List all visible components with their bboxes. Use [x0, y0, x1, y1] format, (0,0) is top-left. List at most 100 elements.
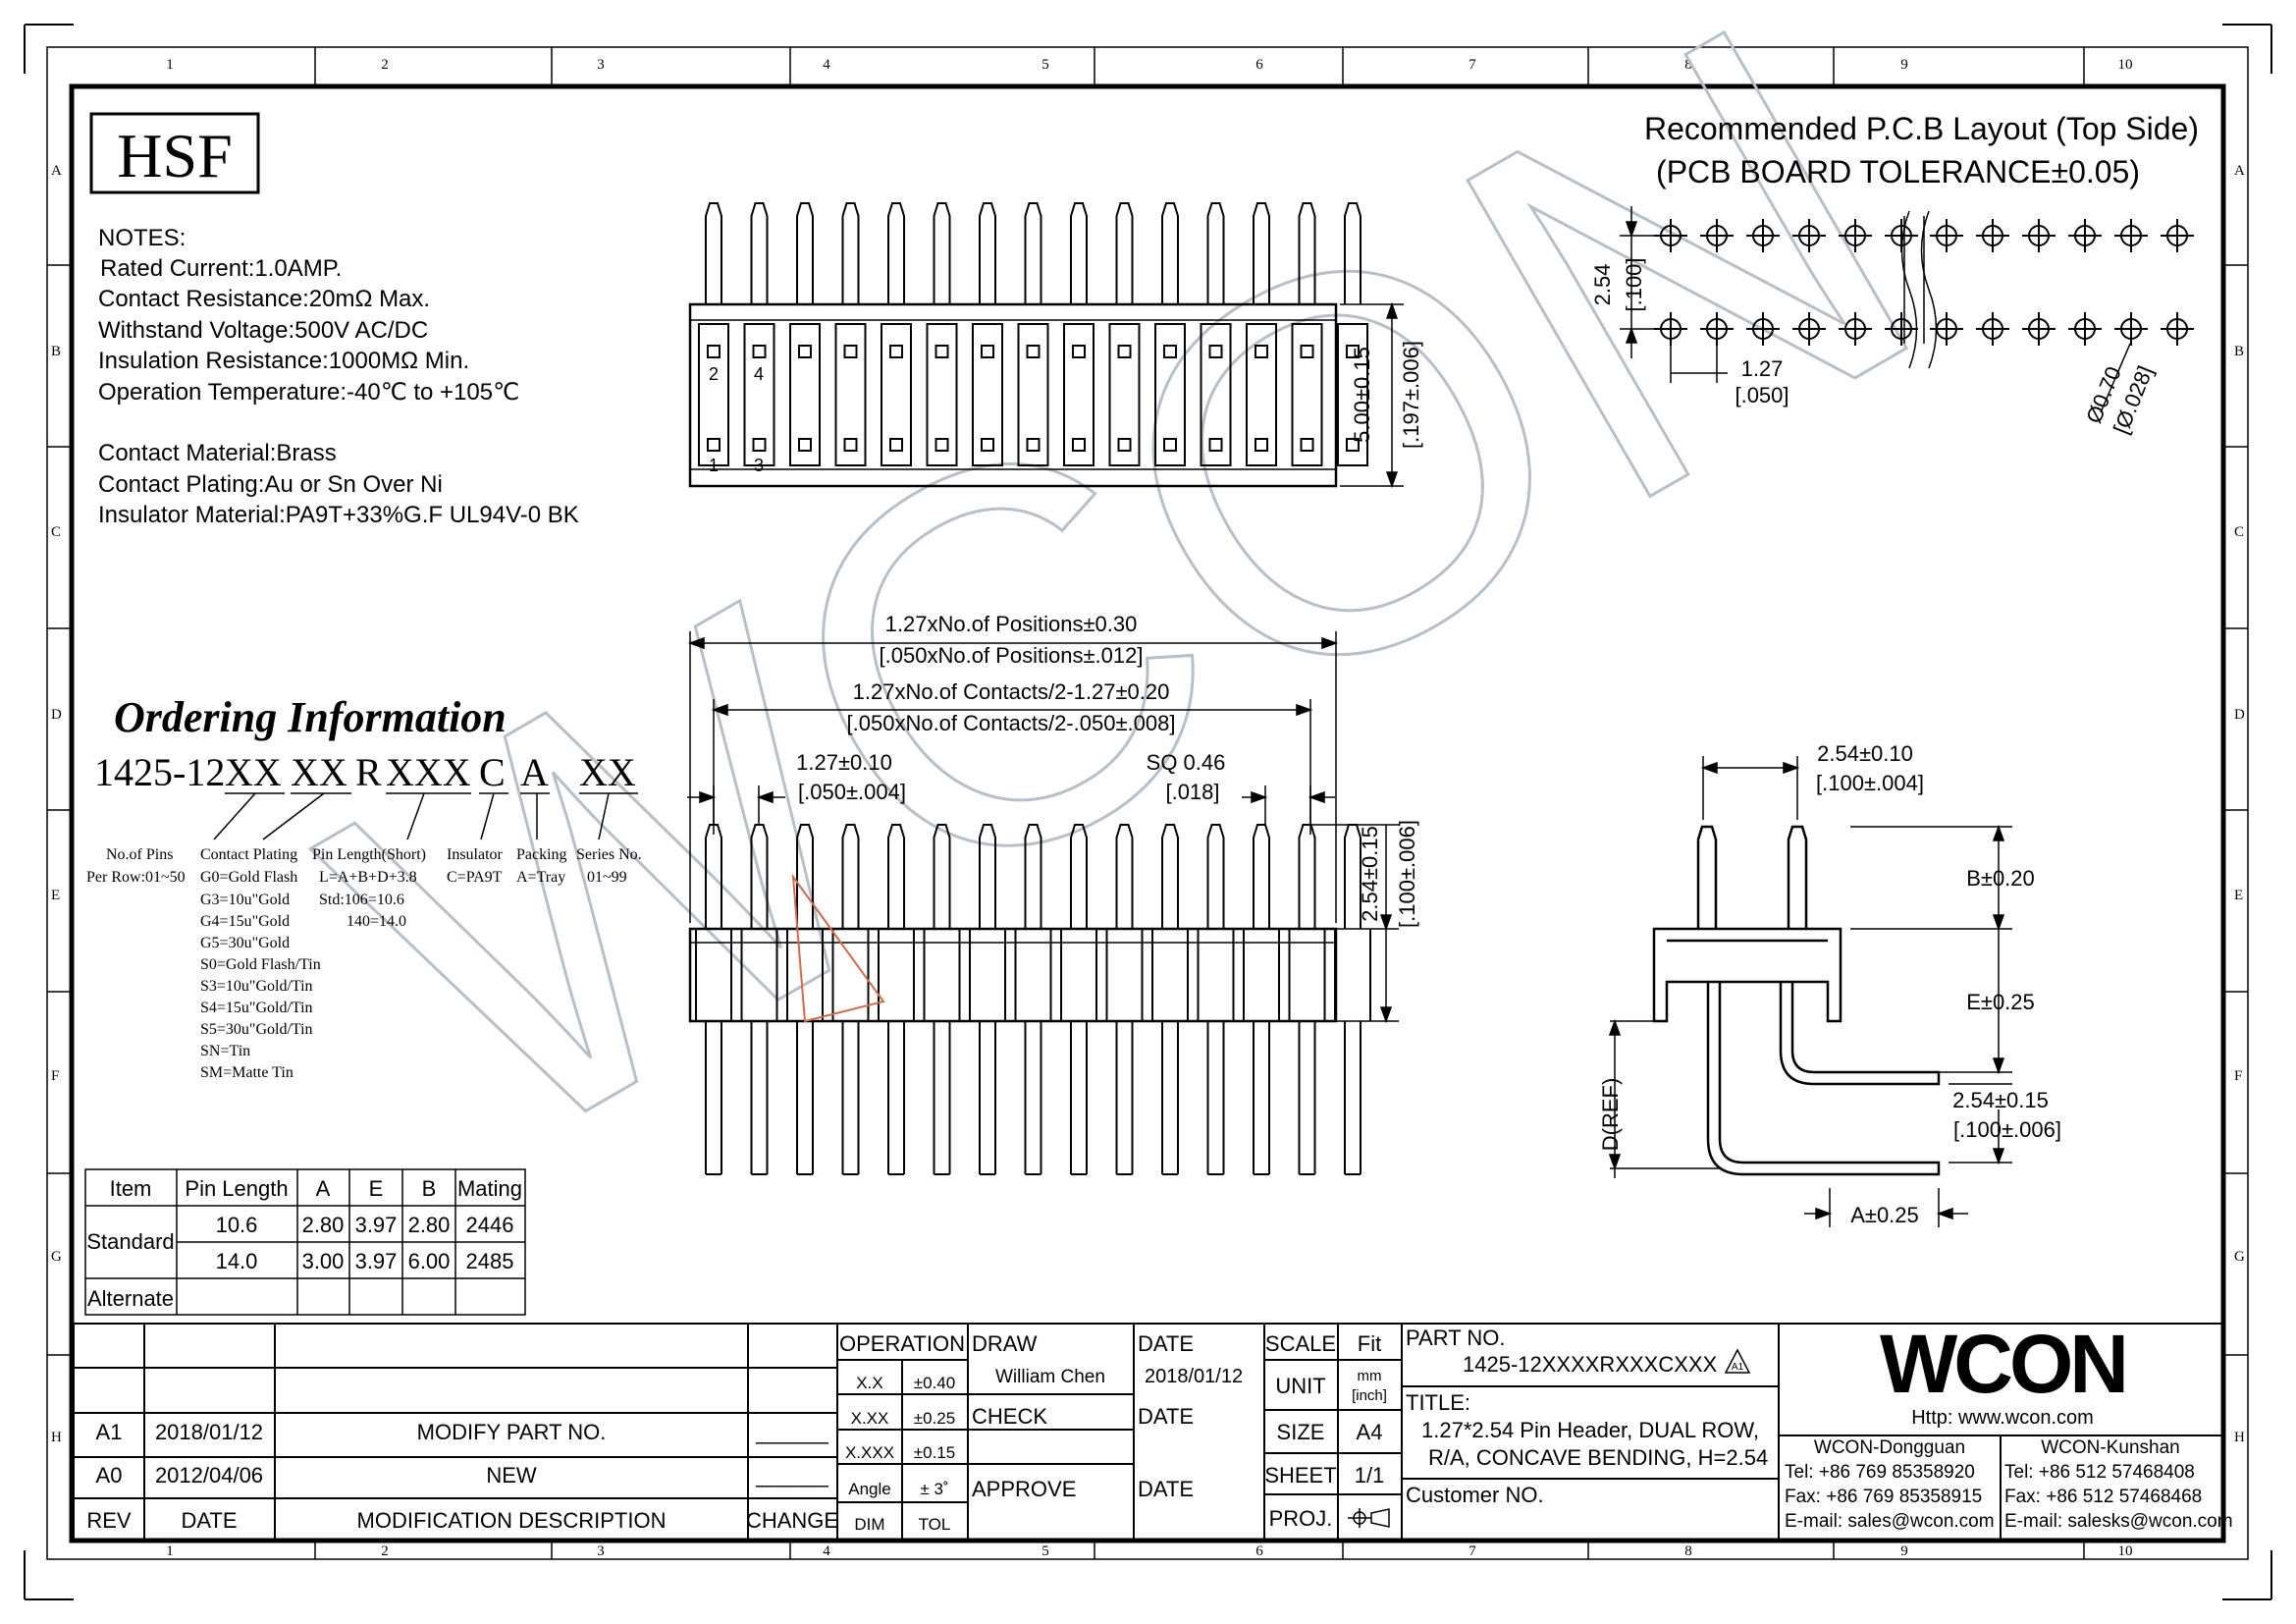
pin-label: 1 [709, 456, 719, 475]
pin [750, 202, 769, 304]
dim-total: 1.27xNo.of Positions±0.30 [885, 612, 1138, 636]
pin [1115, 824, 1134, 929]
legend-text: L=A+B+D+3.8 [319, 869, 417, 886]
contact-square [752, 438, 767, 452]
contact-square [889, 438, 903, 452]
legend-text: G5=30u"Gold [200, 935, 290, 951]
office-tel: Tel: +86 512 57468408 [2004, 1462, 2195, 1483]
pin [1115, 202, 1134, 304]
revision-triangle-icon: A1 [1724, 1348, 1751, 1374]
ordering-title: Ordering Information [114, 693, 507, 741]
side-dim-d: D(REF) [1598, 1078, 1623, 1152]
body-divider [1243, 929, 1280, 1021]
body-divider [1288, 929, 1326, 1021]
table-alt: Alternate [87, 1286, 174, 1311]
drawer-name: William Chen [995, 1367, 1105, 1387]
part-no-label: PART NO. [1406, 1326, 1505, 1350]
rev-date: 2012/04/06 [155, 1463, 263, 1488]
table-cell: 10.6 [216, 1213, 258, 1237]
side-dim-e: E±0.25 [1966, 990, 2035, 1014]
dim-pitch: 1.27±0.10 [796, 750, 892, 775]
unit-label: UNIT [1275, 1374, 1325, 1398]
contact-square [843, 438, 858, 452]
body-divider [695, 929, 732, 1021]
code-part: XXX [386, 750, 471, 794]
zone-row-label: F [51, 1068, 59, 1084]
draw-date: 2018/01/12 [1145, 1366, 1243, 1387]
side-view: 2.54±0.10 [.100±.004] B±0.20 E±0.25 2.54… [1598, 741, 2061, 1227]
ordering-legend: No.of Pins Contact Plating Pin Length(Sh… [86, 846, 642, 1081]
pin [933, 824, 951, 929]
zone-col-label: 9 [1900, 57, 1908, 73]
zone-col-label: 9 [1900, 1543, 1908, 1559]
pin-tail [1070, 1021, 1088, 1175]
contact-square [1255, 438, 1268, 452]
legend-text: No.of Pins [106, 846, 173, 863]
cavity [698, 323, 729, 466]
pin [887, 824, 905, 929]
legend-text: Pin Length(Short) [312, 846, 426, 863]
code-part: XX [291, 750, 347, 794]
contact-square [1026, 438, 1041, 452]
scale-label: SCALE [1265, 1331, 1336, 1356]
note-line: Contact Resistance:20mΩ Max. [98, 286, 430, 312]
pin-tail [796, 1021, 814, 1175]
sheet-value: 1/1 [1355, 1463, 1385, 1488]
zone-row-label: G [51, 1249, 62, 1265]
dim-total-in: [.050xNo.of Positions±.012] [880, 643, 1144, 668]
tol-key: Angle [848, 1480, 890, 1498]
rev-desc: MODIFY PART NO. [417, 1420, 607, 1444]
website: Http: www.wcon.com [1911, 1407, 2094, 1429]
contact-square [707, 438, 721, 452]
rev-cell: A0 [96, 1463, 123, 1488]
pin [933, 202, 951, 304]
zone-col-label: 6 [1255, 1543, 1263, 1559]
contact-square [1117, 438, 1132, 452]
dim-span: 1.27xNo.of Contacts/2-1.27±0.20 [853, 679, 1170, 704]
office-name: WCON-Dongguan [1814, 1437, 1965, 1458]
unit-inch: [inch] [1352, 1387, 1387, 1404]
code-part: A [520, 750, 549, 794]
body-divider [786, 929, 824, 1021]
notes-heading: NOTES: [98, 225, 186, 251]
contact-square [934, 438, 949, 452]
contact-square [707, 345, 721, 358]
legend-text: S0=Gold Flash/Tin [200, 956, 321, 973]
legend-text: S5=30u"Gold/Tin [200, 1021, 313, 1038]
dim-front-height-in: [.100±.006] [1395, 820, 1419, 928]
dim-top-height-in: [.197±.006] [1399, 341, 1423, 449]
code-part: XX [579, 750, 636, 794]
table-cell: 2446 [466, 1213, 514, 1237]
unit-mm: mm [1358, 1368, 1382, 1384]
side-dim-leg-in: [.100±.006] [1953, 1117, 2061, 1142]
cavity [789, 323, 821, 466]
body-divider [1197, 929, 1235, 1021]
zone-row-label: D [2234, 707, 2245, 723]
table-header: Item [110, 1176, 152, 1201]
cavity [881, 323, 912, 466]
title-label: TITLE: [1406, 1390, 1470, 1415]
dim-pitch-in: [.050±.004] [798, 780, 906, 804]
zone-col-label: 10 [2118, 1543, 2133, 1559]
pin [1024, 824, 1042, 929]
zone-col-label: 1 [166, 1543, 174, 1559]
zone-row-label: A [51, 163, 62, 179]
note-line: Operation Temperature:-40℃ to +105℃ [98, 379, 519, 406]
table-cell: 14.0 [216, 1249, 258, 1273]
pin-tail [1253, 1021, 1270, 1175]
contact-square [843, 345, 858, 358]
table-cell: 3.97 [355, 1249, 398, 1273]
zone-col-label: 6 [1255, 57, 1263, 73]
corner-marks [24, 24, 2272, 1600]
dim-sq-in: [.018] [1165, 780, 1219, 804]
tol-val: ±0.40 [914, 1374, 955, 1392]
pin [1024, 202, 1042, 304]
table-header: E [369, 1176, 384, 1201]
dim-label: DIM [854, 1515, 884, 1534]
contact-square [1072, 438, 1086, 452]
body-divider [1151, 929, 1189, 1021]
zone-ticks [47, 47, 2248, 1559]
body-divider [1105, 929, 1144, 1021]
